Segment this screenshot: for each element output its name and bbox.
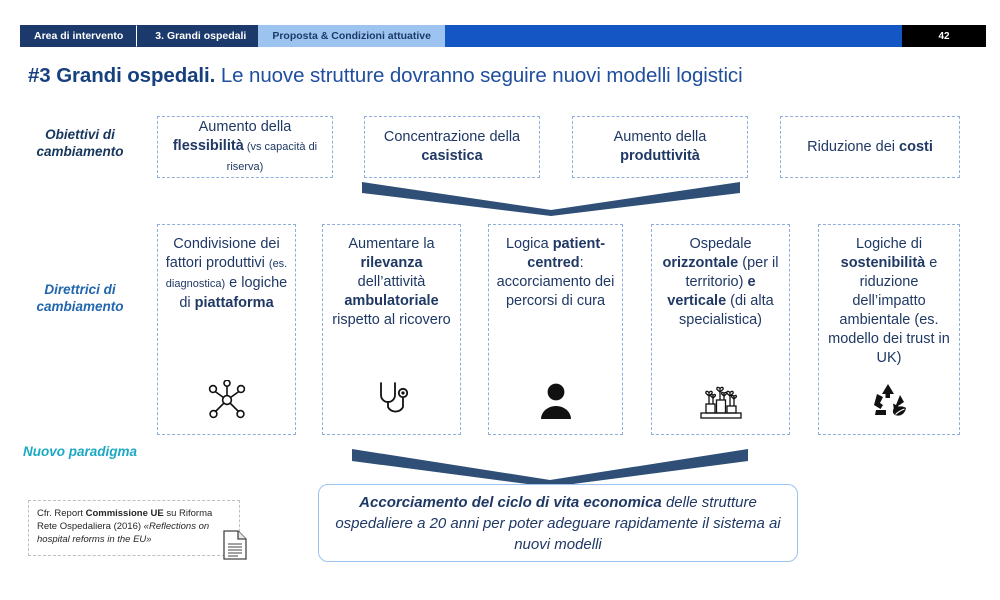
- breadcrumb-filler-bar: [445, 25, 923, 47]
- breadcrumb-item-label: Area di intervento: [34, 30, 124, 42]
- page-title-rest: Le nuove strutture dovranno seguire nuov…: [215, 64, 743, 87]
- chevron-down-connector-bottom: [348, 443, 752, 492]
- directive-card-ospedale-orizzontale[interactable]: Ospedale orizzontale (per il territorio)…: [651, 224, 790, 435]
- recycle-leaf-icon: [868, 380, 910, 420]
- objective-card-flessibilita[interactable]: Aumento della flessibilità (vs capacità …: [157, 116, 333, 178]
- objective-card-text: Riduzione dei costi: [807, 138, 933, 155]
- breadcrumb: Area di intervento 3. Grandi ospedali Pr…: [20, 25, 923, 47]
- directive-card-text: Aumentare la rilevanza dell’attività amb…: [332, 236, 451, 328]
- objective-card-text: Aumento della produttività: [613, 129, 707, 164]
- stethoscope-icon: [372, 380, 412, 420]
- citation-text: Cfr. Report Commissione UE su Riforma Re…: [37, 508, 213, 545]
- objective-card-produttivita[interactable]: Aumento della produttività: [572, 116, 748, 178]
- directive-card-text: Logiche di sostenibilità e riduzione del…: [828, 236, 950, 366]
- breadcrumb-item-label: Proposta & Condizioni attuative: [272, 30, 431, 42]
- directive-card-sostenibilita[interactable]: Logiche di sostenibilità e riduzione del…: [818, 224, 960, 435]
- network-nodes-icon: [204, 380, 250, 420]
- hospital-building-icon: [698, 380, 744, 420]
- directive-card-patient-centred[interactable]: Logica patient-centred: accorciamento de…: [488, 224, 623, 435]
- document-icon: [222, 530, 248, 565]
- row-label-objectives: Obiettivi di cambiamento: [36, 127, 124, 159]
- breadcrumb-item-label: 3. Grandi ospedali: [155, 30, 247, 42]
- page-number-label: 42: [938, 30, 950, 42]
- directive-card-text: Ospedale orizzontale (per il territorio)…: [662, 236, 779, 328]
- directive-card-text: Condivisione dei fattori produttivi (es.…: [165, 236, 288, 311]
- new-paradigm-callout[interactable]: Accorciamento del ciclo di vita economic…: [318, 484, 798, 562]
- row-label-directives: Direttrici di cambiamento: [36, 282, 124, 314]
- page-title: #3 Grandi ospedali. Le nuove strutture d…: [28, 64, 743, 88]
- objective-card-text: Aumento della flessibilità (vs capacità …: [172, 118, 318, 173]
- breadcrumb-item-grandi-ospedali[interactable]: 3. Grandi ospedali: [136, 25, 259, 47]
- chevron-down-connector-top: [358, 176, 744, 221]
- person-icon: [538, 380, 574, 420]
- objective-card-casistica[interactable]: Concentrazione della casistica: [364, 116, 540, 178]
- page-title-bold: #3 Grandi ospedali.: [28, 64, 216, 87]
- objective-card-text: Concentrazione della casistica: [383, 129, 521, 164]
- new-paradigm-callout-text: Accorciamento del ciclo di vita economic…: [335, 493, 781, 553]
- breadcrumb-item-area-di-intervento[interactable]: Area di intervento: [20, 25, 149, 47]
- row-label-new-paradigm: Nuovo paradigma: [22, 444, 138, 459]
- breadcrumb-item-proposta-condizioni[interactable]: Proposta & Condizioni attuative: [258, 25, 445, 47]
- objective-card-costi[interactable]: Riduzione dei costi: [780, 116, 960, 178]
- directive-card-text: Logica patient-centred: accorciamento de…: [496, 236, 615, 309]
- citation-box: Cfr. Report Commissione UE su Riforma Re…: [28, 500, 240, 556]
- page-number-badge: 42: [902, 25, 986, 47]
- directive-card-ambulatoriale[interactable]: Aumentare la rilevanza dell’attività amb…: [322, 224, 461, 435]
- directive-card-condivisione[interactable]: Condivisione dei fattori produttivi (es.…: [157, 224, 296, 435]
